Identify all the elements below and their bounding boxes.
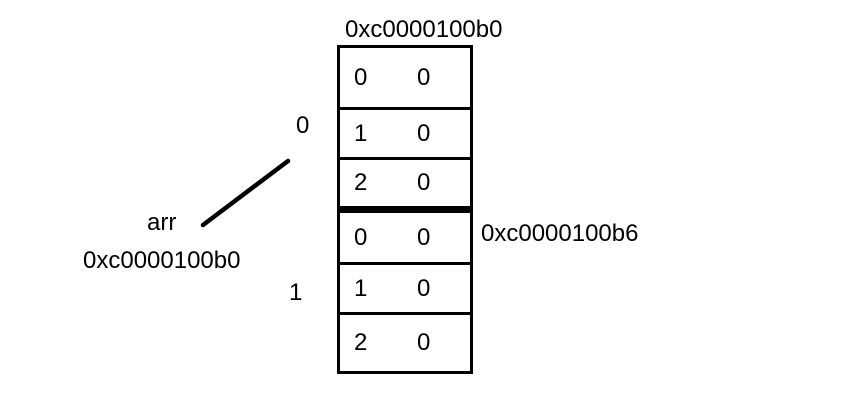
memory-cell-row: 1 0 xyxy=(340,265,470,315)
pointer-name-label: arr xyxy=(147,209,177,236)
cell-index: 2 xyxy=(354,329,368,356)
cell-value: 0 xyxy=(417,274,431,302)
pointer-address-label: 0xc0000100b0 xyxy=(83,247,241,274)
memory-cell-row: 2 0 xyxy=(340,315,470,371)
cell-value: 0 xyxy=(417,119,431,147)
array-base-address-label: 0xc0000100b0 xyxy=(345,16,503,43)
cell-index: 0 xyxy=(354,223,368,251)
group-index-label-1: 1 xyxy=(289,279,303,306)
group-index-label-0: 0 xyxy=(296,112,310,139)
cell-value: 0 xyxy=(417,63,431,91)
second-row-address-label: 0xc0000100b6 xyxy=(481,220,639,247)
memory-cell-row: 0 0 xyxy=(340,213,470,265)
memory-cell-row: 0 0 xyxy=(340,48,470,110)
memory-cell-row-group-divider: 2 0 xyxy=(340,160,470,213)
cell-index: 2 xyxy=(354,169,368,196)
cell-value: 0 xyxy=(417,223,431,251)
cell-index: 1 xyxy=(354,274,368,302)
cell-index: 1 xyxy=(354,119,368,147)
memory-cell-row: 1 0 xyxy=(340,110,470,160)
cell-value: 0 xyxy=(417,169,431,196)
array-memory-box: 0 0 1 0 2 0 0 0 1 0 2 0 xyxy=(337,45,473,374)
cell-index: 0 xyxy=(354,63,368,91)
cell-value: 0 xyxy=(417,329,431,356)
